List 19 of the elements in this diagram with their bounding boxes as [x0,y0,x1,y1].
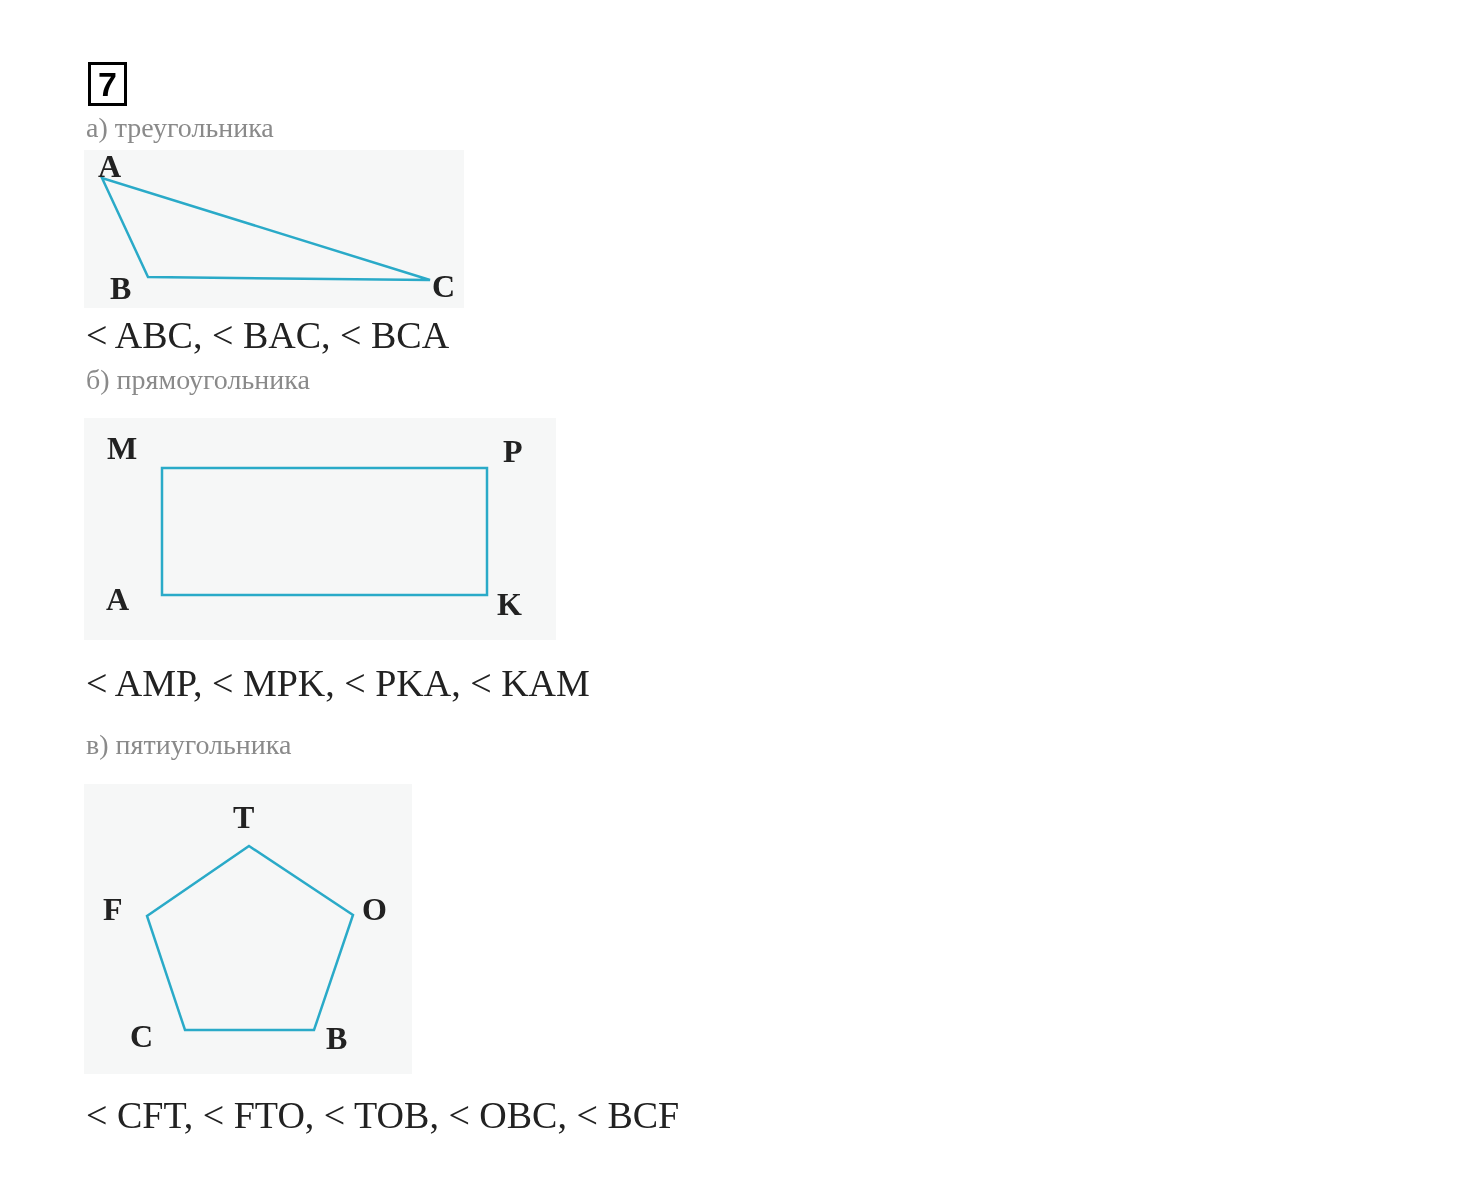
angle-list: < CFT, < FTO, < TOB, < OBC, < BCF [86,1096,680,1134]
angle-list: < ABC, < BAC, < BCA [86,316,450,354]
vertex-label: A [98,150,122,182]
subtask-heading: а) треугольника [86,114,274,142]
vertex-label: P [503,435,523,467]
task-number: 7 [88,62,127,106]
angle-list: < AMP, < MPK, < PKA, < KAM [86,664,590,702]
vertex-label: C [130,1020,154,1052]
subtask-heading: б) прямоугольника [86,366,310,394]
vertex-label: B [326,1022,348,1054]
subtask-heading: в) пятиугольника [86,731,292,759]
vertex-label: O [362,893,387,925]
vertex-label: B [110,272,132,304]
vertex-label: T [233,801,255,833]
vertex-label: K [497,588,522,620]
vertex-label: F [103,893,123,925]
vertex-label: C [432,270,456,302]
vertex-label: A [106,583,130,615]
vertex-label: M [107,432,138,464]
